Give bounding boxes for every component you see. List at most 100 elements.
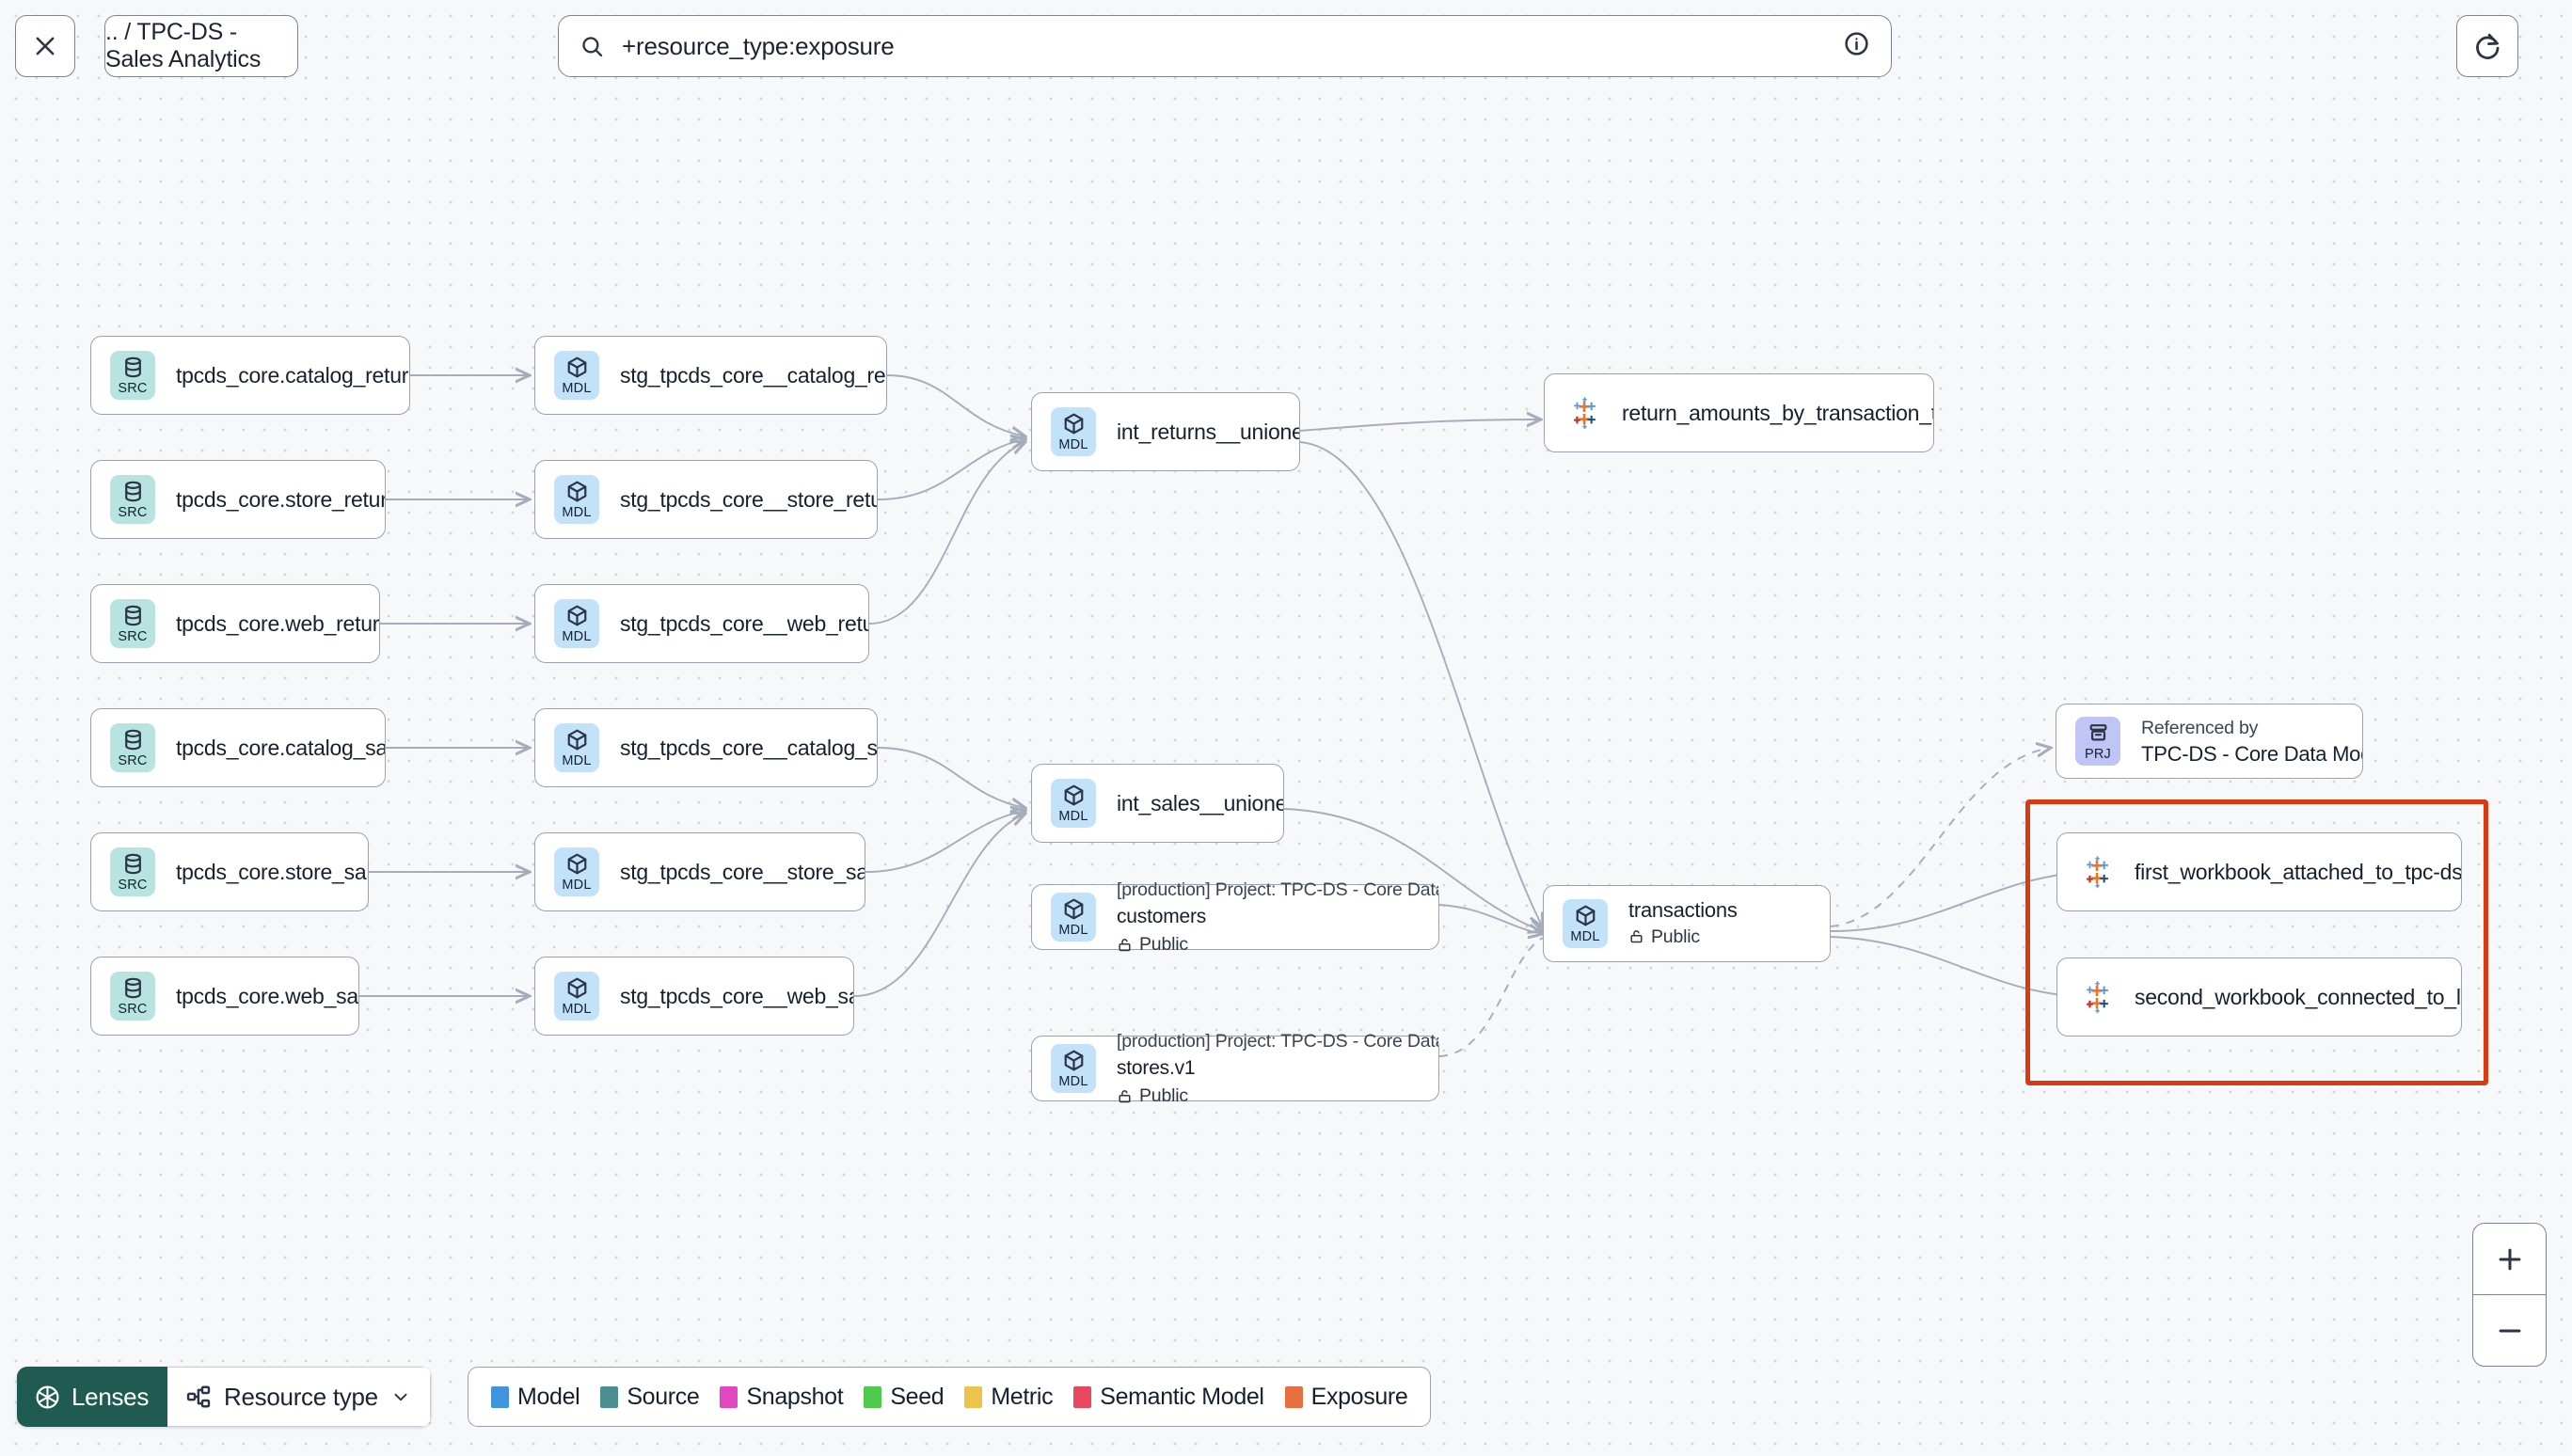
- cube-icon: [1064, 413, 1083, 435]
- database-icon: [124, 605, 141, 626]
- node-title: stg_tpcds_core__catalog_sales: [620, 735, 877, 760]
- mdl-badge-label: MDL: [562, 504, 592, 520]
- legend: Model Source Snapshot Seed Metric Semant…: [468, 1367, 1432, 1427]
- legend-item-semantic-model[interactable]: Semantic Model: [1073, 1384, 1264, 1411]
- unlock-icon: [1119, 1089, 1131, 1103]
- node-model-int-returns-unioned[interactable]: MDL int_returns__unioned: [1031, 392, 1300, 471]
- legend-swatch: [1284, 1385, 1303, 1408]
- cube-icon: [1064, 1050, 1083, 1071]
- node-model-stg-store-sales[interactable]: MDL stg_tpcds_core__store_sales: [534, 832, 865, 911]
- src-badge-label: SRC: [118, 877, 148, 893]
- tableau-icon: [2087, 856, 2108, 889]
- legend-item-metric[interactable]: Metric: [964, 1383, 1054, 1411]
- close-button[interactable]: [15, 15, 75, 77]
- node-access-label: Public: [1651, 926, 1700, 947]
- node-model-stg-web-sales[interactable]: MDL stg_tpcds_core__web_sales: [534, 957, 854, 1036]
- mdl-badge: MDL: [554, 351, 599, 400]
- search-input[interactable]: +resource_type:exposure: [558, 15, 1892, 77]
- legend-label: Source: [627, 1383, 700, 1410]
- node-access: Public: [1117, 931, 1438, 957]
- node-title: customers: [1117, 905, 1207, 927]
- legend-swatch: [864, 1385, 882, 1408]
- legend-label: Metric: [991, 1383, 1054, 1410]
- node-source-catalog-sales[interactable]: SRC tpcds_core.catalog_sales: [90, 708, 386, 787]
- node-source-web-sales[interactable]: SRC tpcds_core.web_sales: [90, 957, 359, 1036]
- database-icon: [124, 853, 141, 875]
- node-title: tpcds_core.store_sales: [176, 859, 368, 884]
- node-title: first_workbook_attached_to_tpc-ds_-_…: [2135, 859, 2461, 884]
- node-source-catalog-returns[interactable]: SRC tpcds_core.catalog_returns: [90, 336, 410, 415]
- legend-swatch: [491, 1385, 509, 1408]
- legend-item-exposure[interactable]: Exposure: [1284, 1384, 1408, 1411]
- lenses-button[interactable]: Lenses: [17, 1367, 168, 1427]
- node-access-label: Public: [1139, 1085, 1188, 1107]
- resource-type-button[interactable]: Resource type: [167, 1367, 431, 1427]
- cube-icon: [1064, 898, 1083, 920]
- node-title: stg_tpcds_core__store_returns: [620, 486, 877, 512]
- breadcrumb[interactable]: .. / TPC-DS - Sales Analytics: [104, 15, 298, 77]
- mdl-badge-label: MDL: [1570, 928, 1600, 944]
- minus-icon: [2499, 1329, 2520, 1332]
- node-model-customers[interactable]: MDL [production] Project: TPC-DS - Core …: [1031, 879, 1439, 955]
- node-title: stores.v1: [1117, 1056, 1196, 1079]
- node-title: stg_tpcds_core__store_sales: [620, 859, 865, 884]
- node-exposure-second-workbook[interactable]: second_workbook_connected_to_live…: [2056, 957, 2462, 1037]
- legend-swatch: [1073, 1385, 1092, 1408]
- node-model-stg-store-returns[interactable]: MDL stg_tpcds_core__store_returns: [534, 460, 878, 539]
- refresh-button[interactable]: [2456, 15, 2518, 77]
- cube-icon: [1064, 784, 1083, 806]
- node-model-int-sales-unioned[interactable]: MDL int_sales__unioned: [1031, 764, 1284, 843]
- info-button[interactable]: [1843, 30, 1870, 62]
- zoom-controls[interactable]: [2472, 1223, 2547, 1367]
- breadcrumb-label: .. / TPC-DS - Sales Analytics: [105, 19, 262, 72]
- mdl-badge-label: MDL: [1058, 922, 1088, 938]
- search-value: +resource_type:exposure: [622, 31, 895, 60]
- unlock-icon: [1630, 930, 1643, 943]
- node-source-store-returns[interactable]: SRC tpcds_core.store_returns: [90, 460, 386, 539]
- legend-item-snapshot[interactable]: Snapshot: [720, 1383, 844, 1411]
- zoom-in-button[interactable]: [2473, 1224, 2546, 1295]
- resource-type-label: Resource type: [224, 1382, 378, 1411]
- legend-item-seed[interactable]: Seed: [864, 1384, 945, 1411]
- node-source-store-sales[interactable]: SRC tpcds_core.store_sales: [90, 832, 369, 911]
- src-badge: SRC: [110, 847, 155, 896]
- node-title: transactions: [1628, 898, 1738, 923]
- node-model-transactions[interactable]: MDL transactions Public: [1543, 885, 1831, 962]
- lenses-group: Lenses Resource type: [17, 1367, 431, 1427]
- legend-label: Snapshot: [746, 1383, 844, 1410]
- hierarchy-icon: [186, 1385, 211, 1408]
- src-badge: SRC: [110, 723, 155, 772]
- node-title: tpcds_core.web_returns: [176, 610, 379, 636]
- node-model-stg-catalog-returns[interactable]: MDL stg_tpcds_core__catalog_returns: [534, 336, 887, 415]
- src-badge-label: SRC: [118, 1001, 148, 1017]
- legend-item-source[interactable]: Source: [600, 1383, 700, 1411]
- unlock-icon: [1119, 938, 1131, 952]
- bottom-toolbar: Lenses Resource type Model Source S: [0, 1345, 2572, 1456]
- node-source-web-returns[interactable]: SRC tpcds_core.web_returns: [90, 584, 380, 663]
- mdl-badge: MDL: [554, 599, 599, 648]
- mdl-badge-label: MDL: [562, 752, 592, 768]
- legend-label: Model: [517, 1383, 580, 1410]
- node-model-stg-web-returns[interactable]: MDL stg_tpcds_core__web_returns: [534, 584, 869, 663]
- info-circle-icon: [1845, 32, 1868, 55]
- database-icon: [124, 729, 141, 751]
- cube-icon: [567, 356, 586, 378]
- src-badge: SRC: [110, 475, 155, 524]
- zoom-out-button[interactable]: [2473, 1295, 2546, 1366]
- src-badge-label: SRC: [118, 752, 148, 768]
- node-model-stg-catalog-sales[interactable]: MDL stg_tpcds_core__catalog_sales: [534, 708, 878, 787]
- prj-badge: PRJ: [2075, 717, 2120, 766]
- legend-swatch: [600, 1385, 619, 1408]
- node-project-referenced-by[interactable]: PRJ Referenced by TPC-DS - Core Data Mod…: [2056, 704, 2363, 779]
- node-access: Public: [1117, 1083, 1438, 1109]
- legend-swatch: [720, 1385, 738, 1408]
- node-model-stores-v1[interactable]: MDL [production] Project: TPC-DS - Core …: [1031, 1031, 1439, 1106]
- mdl-badge-label: MDL: [1058, 1073, 1088, 1089]
- node-exposure-return-amounts[interactable]: return_amounts_by_transaction_type: [1544, 373, 1934, 452]
- legend-item-model[interactable]: Model: [491, 1383, 580, 1411]
- mdl-badge-label: MDL: [562, 380, 592, 396]
- legend-swatch: [964, 1385, 983, 1408]
- prj-badge-label: PRJ: [2085, 746, 2111, 762]
- cube-icon: [567, 977, 586, 999]
- node-exposure-first-workbook[interactable]: first_workbook_attached_to_tpc-ds_-_…: [2056, 832, 2462, 911]
